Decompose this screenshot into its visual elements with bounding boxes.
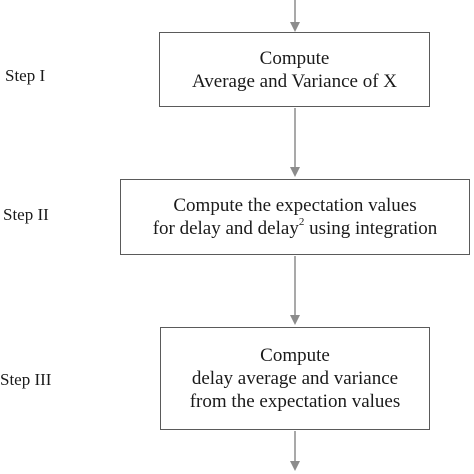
step-3-line-2: delay average and variance: [191, 368, 399, 389]
step-2-line-2-rest: using integration: [304, 218, 438, 239]
step-1-line-2: Average and Variance of X: [191, 70, 398, 92]
step-3-box: Compute delay average and variance from …: [160, 327, 430, 430]
step-3-line-3: from the expectation values: [189, 391, 401, 412]
squared-superscript: 2: [298, 215, 305, 228]
step-2-label: Step II: [3, 205, 49, 224]
step-2-line-1: Compute the expectation values: [173, 195, 417, 216]
step-3-label: Step III: [0, 370, 52, 389]
step-2-line-2: for delay and delay2 using integration: [152, 215, 438, 240]
step-1-label: Step I: [5, 66, 46, 85]
step-1-line-1: Compute: [259, 47, 330, 69]
step-3-line-1: Compute: [260, 345, 330, 366]
step-1-box: Compute Average and Variance of X: [159, 32, 430, 107]
step-2-line-2-text: for delay and delay: [152, 218, 299, 239]
step-2-box: Compute the expectation values for delay…: [120, 179, 470, 255]
